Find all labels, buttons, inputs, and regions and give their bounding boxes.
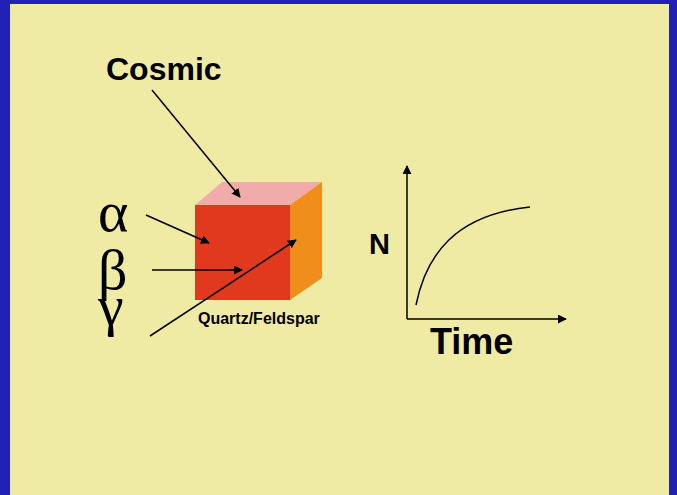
axis-line bbox=[406, 166, 408, 319]
frame-bar bbox=[669, 0, 677, 495]
axis-label: N bbox=[369, 230, 390, 259]
axis-label: Time bbox=[430, 324, 513, 360]
frame-bar bbox=[0, 0, 677, 4]
radiation-label: Cosmic bbox=[106, 53, 222, 85]
mineral-name: Quartz/Feldspar bbox=[198, 311, 320, 327]
leader-arrow bbox=[152, 90, 240, 197]
mineral-grain: Quartz/Feldspar bbox=[190, 178, 330, 333]
growth-curve bbox=[416, 207, 530, 305]
mineral-cube bbox=[195, 182, 322, 300]
growth-graph bbox=[407, 166, 566, 319]
frame-bar bbox=[0, 0, 10, 495]
axis-line bbox=[407, 318, 566, 320]
leader-arrow bbox=[146, 215, 209, 243]
radiation-symbol: α bbox=[98, 183, 128, 241]
leader-arrow bbox=[152, 269, 242, 271]
radiation-symbol: γ bbox=[98, 277, 124, 335]
radiation-arrows bbox=[146, 90, 296, 336]
